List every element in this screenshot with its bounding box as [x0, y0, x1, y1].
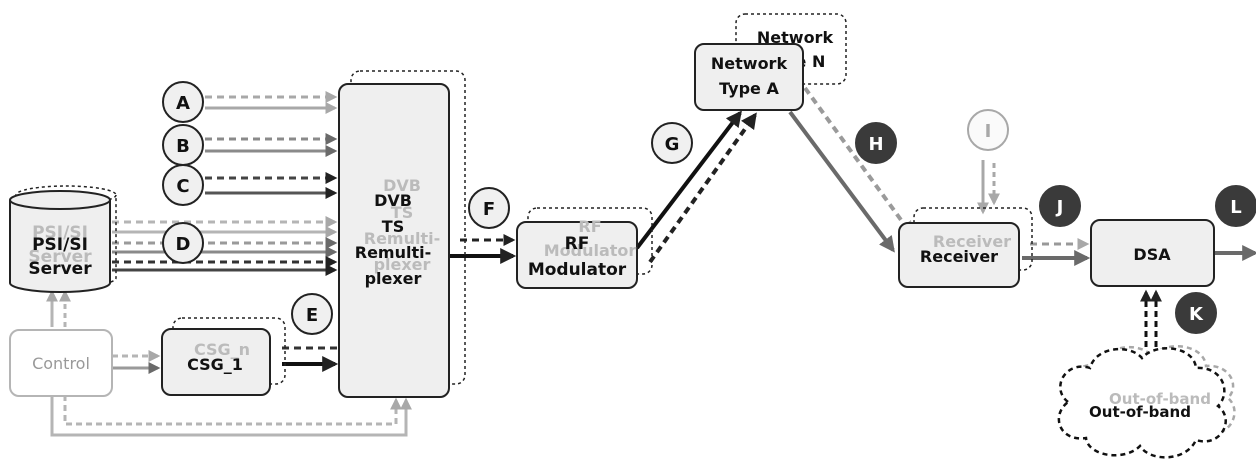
rf-ghost-2: Modulator — [544, 241, 637, 260]
out-of-band-cloud — [1057, 347, 1227, 459]
arrow-control-loop-solid — [50, 395, 412, 437]
network-a-line-1: Network — [711, 54, 788, 73]
svg-text:G: G — [665, 134, 680, 155]
svg-text:C: C — [176, 176, 189, 197]
dsa-label: DSA — [1133, 245, 1171, 264]
markers: A B C D E F G — [162, 81, 1256, 335]
remux-ghost-1: DVB — [383, 176, 421, 195]
receiver-block: Receiver Receiver — [898, 207, 1033, 288]
receiver-ghost-label: Receiver — [933, 232, 1011, 251]
marker-e: E — [291, 293, 333, 335]
remux-block: DVB TS Remulti- plexer DVB TS Remulti- p… — [338, 70, 466, 398]
svg-text:H: H — [868, 134, 883, 155]
marker-k: K — [1175, 292, 1217, 334]
psi-si-label-line1: PSI/SI — [32, 235, 88, 255]
csg-ghost-label: CSG_n — [194, 340, 250, 359]
arrow-g-dashed — [648, 112, 757, 264]
marker-l: L — [1215, 185, 1256, 227]
svg-text:J: J — [1055, 197, 1064, 218]
out-of-band-block: Out-of-band Out-of-band — [1057, 345, 1236, 459]
rf-line-1: RF — [565, 234, 590, 254]
psi-si-label-line2: Server — [28, 259, 92, 279]
arrow-h-dashed — [803, 86, 914, 238]
arrow-control-loop-dashed — [63, 395, 402, 426]
control-block: Control — [9, 329, 113, 397]
remux-ghost-4: plexer — [374, 255, 431, 274]
svg-text:E: E — [306, 305, 318, 326]
marker-f: F — [468, 187, 510, 229]
psi-si-ghost-line2: Server — [28, 247, 92, 267]
marker-g: G — [651, 122, 693, 164]
control-label: Control — [32, 354, 90, 373]
marker-a: A — [162, 81, 204, 123]
remux-line-3: Remulti- — [355, 243, 432, 262]
csg-block: CSG_n CSG_1 — [161, 317, 286, 396]
marker-b: B — [162, 124, 204, 166]
svg-text:K: K — [1189, 304, 1204, 325]
out-of-band-label: Out-of-band — [1089, 403, 1191, 421]
remux-line-4: plexer — [365, 269, 422, 288]
rf-modulator-block: RF Modulator RF Modulator — [516, 207, 653, 289]
receiver-label: Receiver — [920, 247, 998, 266]
dsa-block: DSA — [1090, 219, 1215, 287]
marker-c: C — [162, 164, 204, 206]
psi-si-ghost-line1: PSI/SI — [32, 223, 88, 243]
csg-label: CSG_1 — [187, 355, 243, 374]
network-type-a-block: Network Type A — [694, 43, 804, 111]
marker-h: H — [855, 122, 897, 164]
psi-si-server-block: PSI/SI Server PSI/SI Server — [9, 185, 117, 293]
svg-text:D: D — [176, 234, 191, 255]
remux-ghost-3: Remulti- — [364, 229, 441, 248]
marker-d: D — [162, 222, 204, 264]
arrow-h-solid — [788, 110, 895, 253]
out-of-band-ghost-label: Out-of-band — [1109, 390, 1211, 408]
network-n-line-1: Network — [757, 28, 834, 47]
svg-text:A: A — [176, 93, 190, 114]
network-a-line-2: Type A — [719, 79, 779, 98]
remux-line-2: TS — [382, 217, 404, 236]
svg-text:I: I — [985, 121, 992, 142]
rf-line-2: Modulator — [528, 260, 627, 280]
marker-i: I — [967, 109, 1009, 151]
remux-ghost-2: TS — [391, 203, 413, 222]
marker-j: J — [1039, 185, 1081, 227]
rf-ghost-1: RF — [578, 217, 601, 236]
remux-line-1: DVB — [374, 191, 412, 210]
arrow-g-solid — [635, 110, 742, 250]
svg-text:F: F — [483, 199, 495, 220]
svg-text:L: L — [1230, 197, 1241, 218]
svg-text:B: B — [176, 136, 190, 157]
connectors — [46, 86, 1256, 437]
